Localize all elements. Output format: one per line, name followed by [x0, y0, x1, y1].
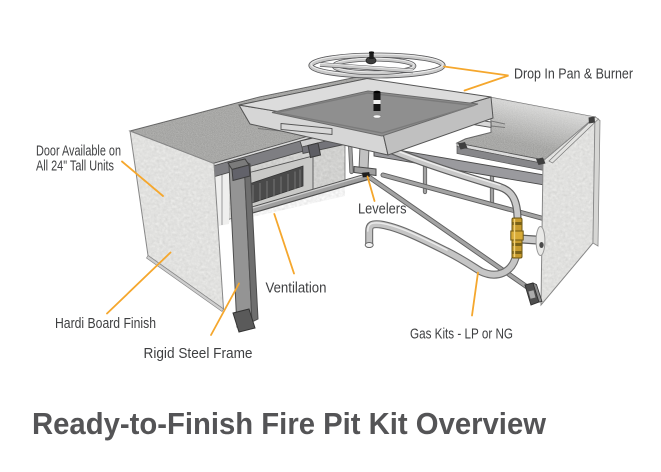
svg-text:Hardi Board Finish: Hardi Board Finish [55, 315, 156, 332]
svg-text:Drop In Pan & Burner: Drop In Pan & Burner [514, 66, 633, 83]
svg-text:Ready-to-Finish Fire Pit Kit O: Ready-to-Finish Fire Pit Kit Overview [32, 406, 547, 441]
svg-text:All 24" Tall Units: All 24" Tall Units [36, 158, 114, 175]
svg-text:Rigid Steel Frame: Rigid Steel Frame [144, 345, 253, 362]
svg-text:Door Available on: Door Available on [36, 143, 121, 160]
svg-text:Levelers: Levelers [358, 201, 407, 218]
svg-text:Ventilation: Ventilation [266, 280, 327, 297]
svg-text:Gas Kits - LP or NG: Gas Kits - LP or NG [410, 326, 513, 343]
